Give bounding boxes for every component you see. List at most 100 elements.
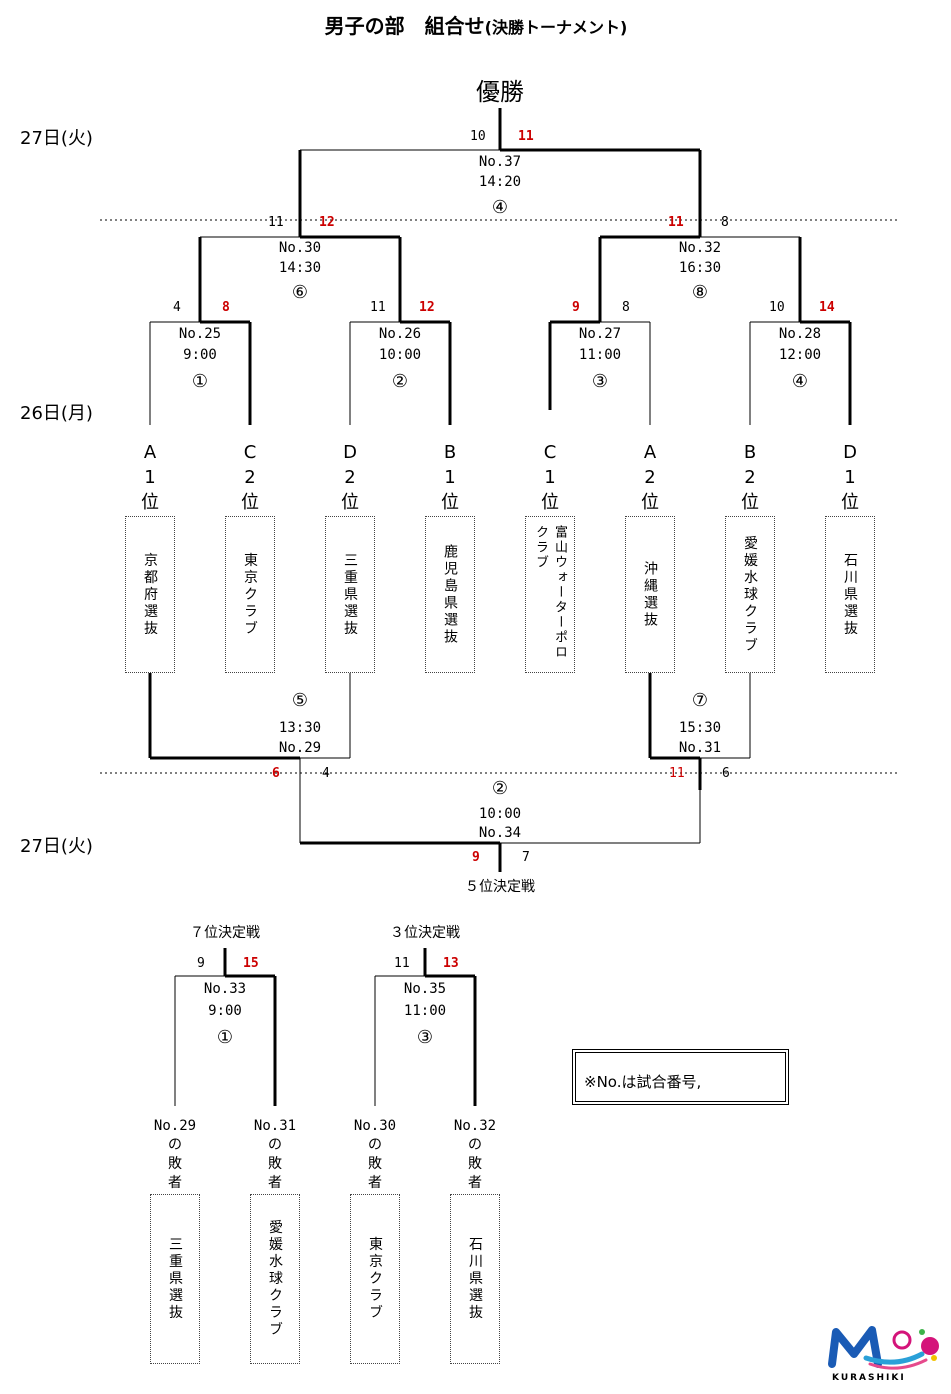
- m33-time: 9:00: [208, 1003, 242, 1019]
- note-box: ※No.は試合番号,: [572, 1049, 789, 1105]
- day-label-27-bottom: 27日(火): [20, 836, 93, 857]
- m32-number: No.32: [678, 240, 722, 256]
- m26-score-right: 12: [419, 300, 435, 315]
- m35-score-right: 13: [443, 956, 459, 971]
- m33-court: ①: [216, 1027, 234, 1048]
- m30-court: ⑥: [291, 282, 309, 303]
- team-box: 富山ウォーターポロクラブ: [525, 516, 575, 673]
- placement-team-box: 愛媛水球クラブ: [250, 1194, 300, 1364]
- champion-label: 優勝: [476, 78, 524, 106]
- m37-number: No.37: [478, 154, 522, 170]
- m30-score-left: 11: [268, 215, 284, 230]
- m35-court: ③: [416, 1027, 434, 1048]
- m27-court: ③: [591, 371, 609, 392]
- m26-score-left: 11: [370, 300, 386, 315]
- note-text: ※No.は試合番号,: [584, 1073, 702, 1091]
- m34-time: 10:00: [478, 806, 522, 822]
- team-name: 東京クラブ: [242, 552, 258, 637]
- team-box: 愛媛水球クラブ: [725, 516, 775, 673]
- team-name: 愛媛水球クラブ: [742, 535, 758, 654]
- m26-time: 10:00: [378, 347, 422, 363]
- loser-label: No.29 の 敗 者: [153, 1118, 197, 1191]
- seed-label: C 2 位: [241, 442, 259, 514]
- m33-score-right: 15: [243, 956, 259, 971]
- m30-time: 14:30: [278, 260, 322, 276]
- m30-number: No.30: [278, 240, 322, 256]
- m35-number: No.35: [403, 981, 447, 997]
- kurashiki-logo: KURASHIKI: [826, 1324, 944, 1386]
- m27-score-left: 9: [572, 300, 580, 315]
- team-name: 石川県選抜: [842, 552, 858, 637]
- m35-score-left: 11: [394, 956, 410, 971]
- team-name: 三重県選抜: [167, 1236, 183, 1322]
- team-name: 京都府選抜: [142, 552, 158, 637]
- placement-team-box: 東京クラブ: [350, 1194, 400, 1364]
- m28-number: No.28: [778, 326, 822, 342]
- seed-label: C 1 位: [541, 442, 559, 514]
- team-box: 三重県選抜: [325, 516, 375, 673]
- m34-score-right: 7: [522, 850, 530, 865]
- seed-label: A 1 位: [141, 442, 159, 514]
- team-name: 三重県選抜: [342, 552, 358, 637]
- m31-court: ⑦: [691, 690, 709, 711]
- m25-score-right: 8: [222, 300, 230, 315]
- team-box: 鹿児島県選抜: [425, 516, 475, 673]
- title-sub: (決勝トーナメント): [484, 18, 628, 37]
- team-box: 沖縄選抜: [625, 516, 675, 673]
- seed-label: A 2 位: [641, 442, 659, 514]
- team-box: 東京クラブ: [225, 516, 275, 673]
- team-name: 沖縄選抜: [642, 560, 658, 629]
- team-name: 鹿児島県選抜: [442, 543, 458, 646]
- m29-court: ⑤: [291, 690, 309, 711]
- logo-mark: [828, 1326, 939, 1370]
- m27-number: No.27: [578, 326, 622, 342]
- m31-score-right: 6: [722, 766, 730, 781]
- seed-label: D 1 位: [841, 442, 859, 514]
- m27-score-right: 8: [622, 300, 630, 315]
- m34-score-left: 9: [472, 850, 480, 865]
- m28-time: 12:00: [778, 347, 822, 363]
- team-box: 石川県選抜: [825, 516, 875, 673]
- m37-time: 14:20: [478, 174, 522, 190]
- seed-label: B 2 位: [741, 442, 759, 514]
- m25-score-left: 4: [173, 300, 181, 315]
- m25-court: ①: [191, 371, 209, 392]
- loser-label: No.30 の 敗 者: [353, 1118, 397, 1191]
- loser-label: No.32 の 敗 者: [453, 1118, 497, 1191]
- m28-score-left: 10: [769, 300, 785, 315]
- m32-court: ⑧: [691, 282, 709, 303]
- loser-label: No.31 の 敗 者: [253, 1118, 297, 1191]
- seed-label: D 2 位: [341, 442, 359, 514]
- m26-number: No.26: [378, 326, 422, 342]
- placement-team-box: 三重県選抜: [150, 1194, 200, 1364]
- m29-number: No.29: [278, 740, 322, 756]
- team-box: 京都府選抜: [125, 516, 175, 673]
- team-name: 富山ウォーターポロクラブ: [533, 524, 567, 660]
- day-label-26: 26日(月): [20, 403, 93, 424]
- team-name: 東京クラブ: [367, 1236, 383, 1322]
- m33-number: No.33: [203, 981, 247, 997]
- m28-court: ④: [791, 371, 809, 392]
- m35-label: ３位決定戦: [390, 925, 460, 941]
- m37-court: ④: [491, 197, 509, 218]
- seed-label: B 1 位: [441, 442, 459, 514]
- m30-score-right: 12: [319, 215, 335, 230]
- m34-court: ②: [491, 778, 509, 799]
- m29-time: 13:30: [278, 720, 322, 736]
- m32-score-right: 8: [721, 215, 729, 230]
- m37-score-right: 11: [518, 129, 534, 144]
- m29-score-left: 6: [272, 766, 280, 781]
- m32-time: 16:30: [678, 260, 722, 276]
- m28-score-right: 14: [819, 300, 835, 315]
- page-title: 男子の部 組合せ(決勝トーナメント): [325, 16, 628, 36]
- m35-time: 11:00: [403, 1003, 447, 1019]
- m29-score-right: 4: [322, 766, 330, 781]
- placement-team-box: 石川県選抜: [450, 1194, 500, 1364]
- m32-score-left: 11: [668, 215, 684, 230]
- team-name: 愛媛水球クラブ: [267, 1219, 283, 1339]
- m27-time: 11:00: [578, 347, 622, 363]
- m33-score-left: 9: [197, 956, 205, 971]
- m33-label: ７位決定戦: [190, 925, 260, 941]
- m37-score-left: 10: [470, 129, 486, 144]
